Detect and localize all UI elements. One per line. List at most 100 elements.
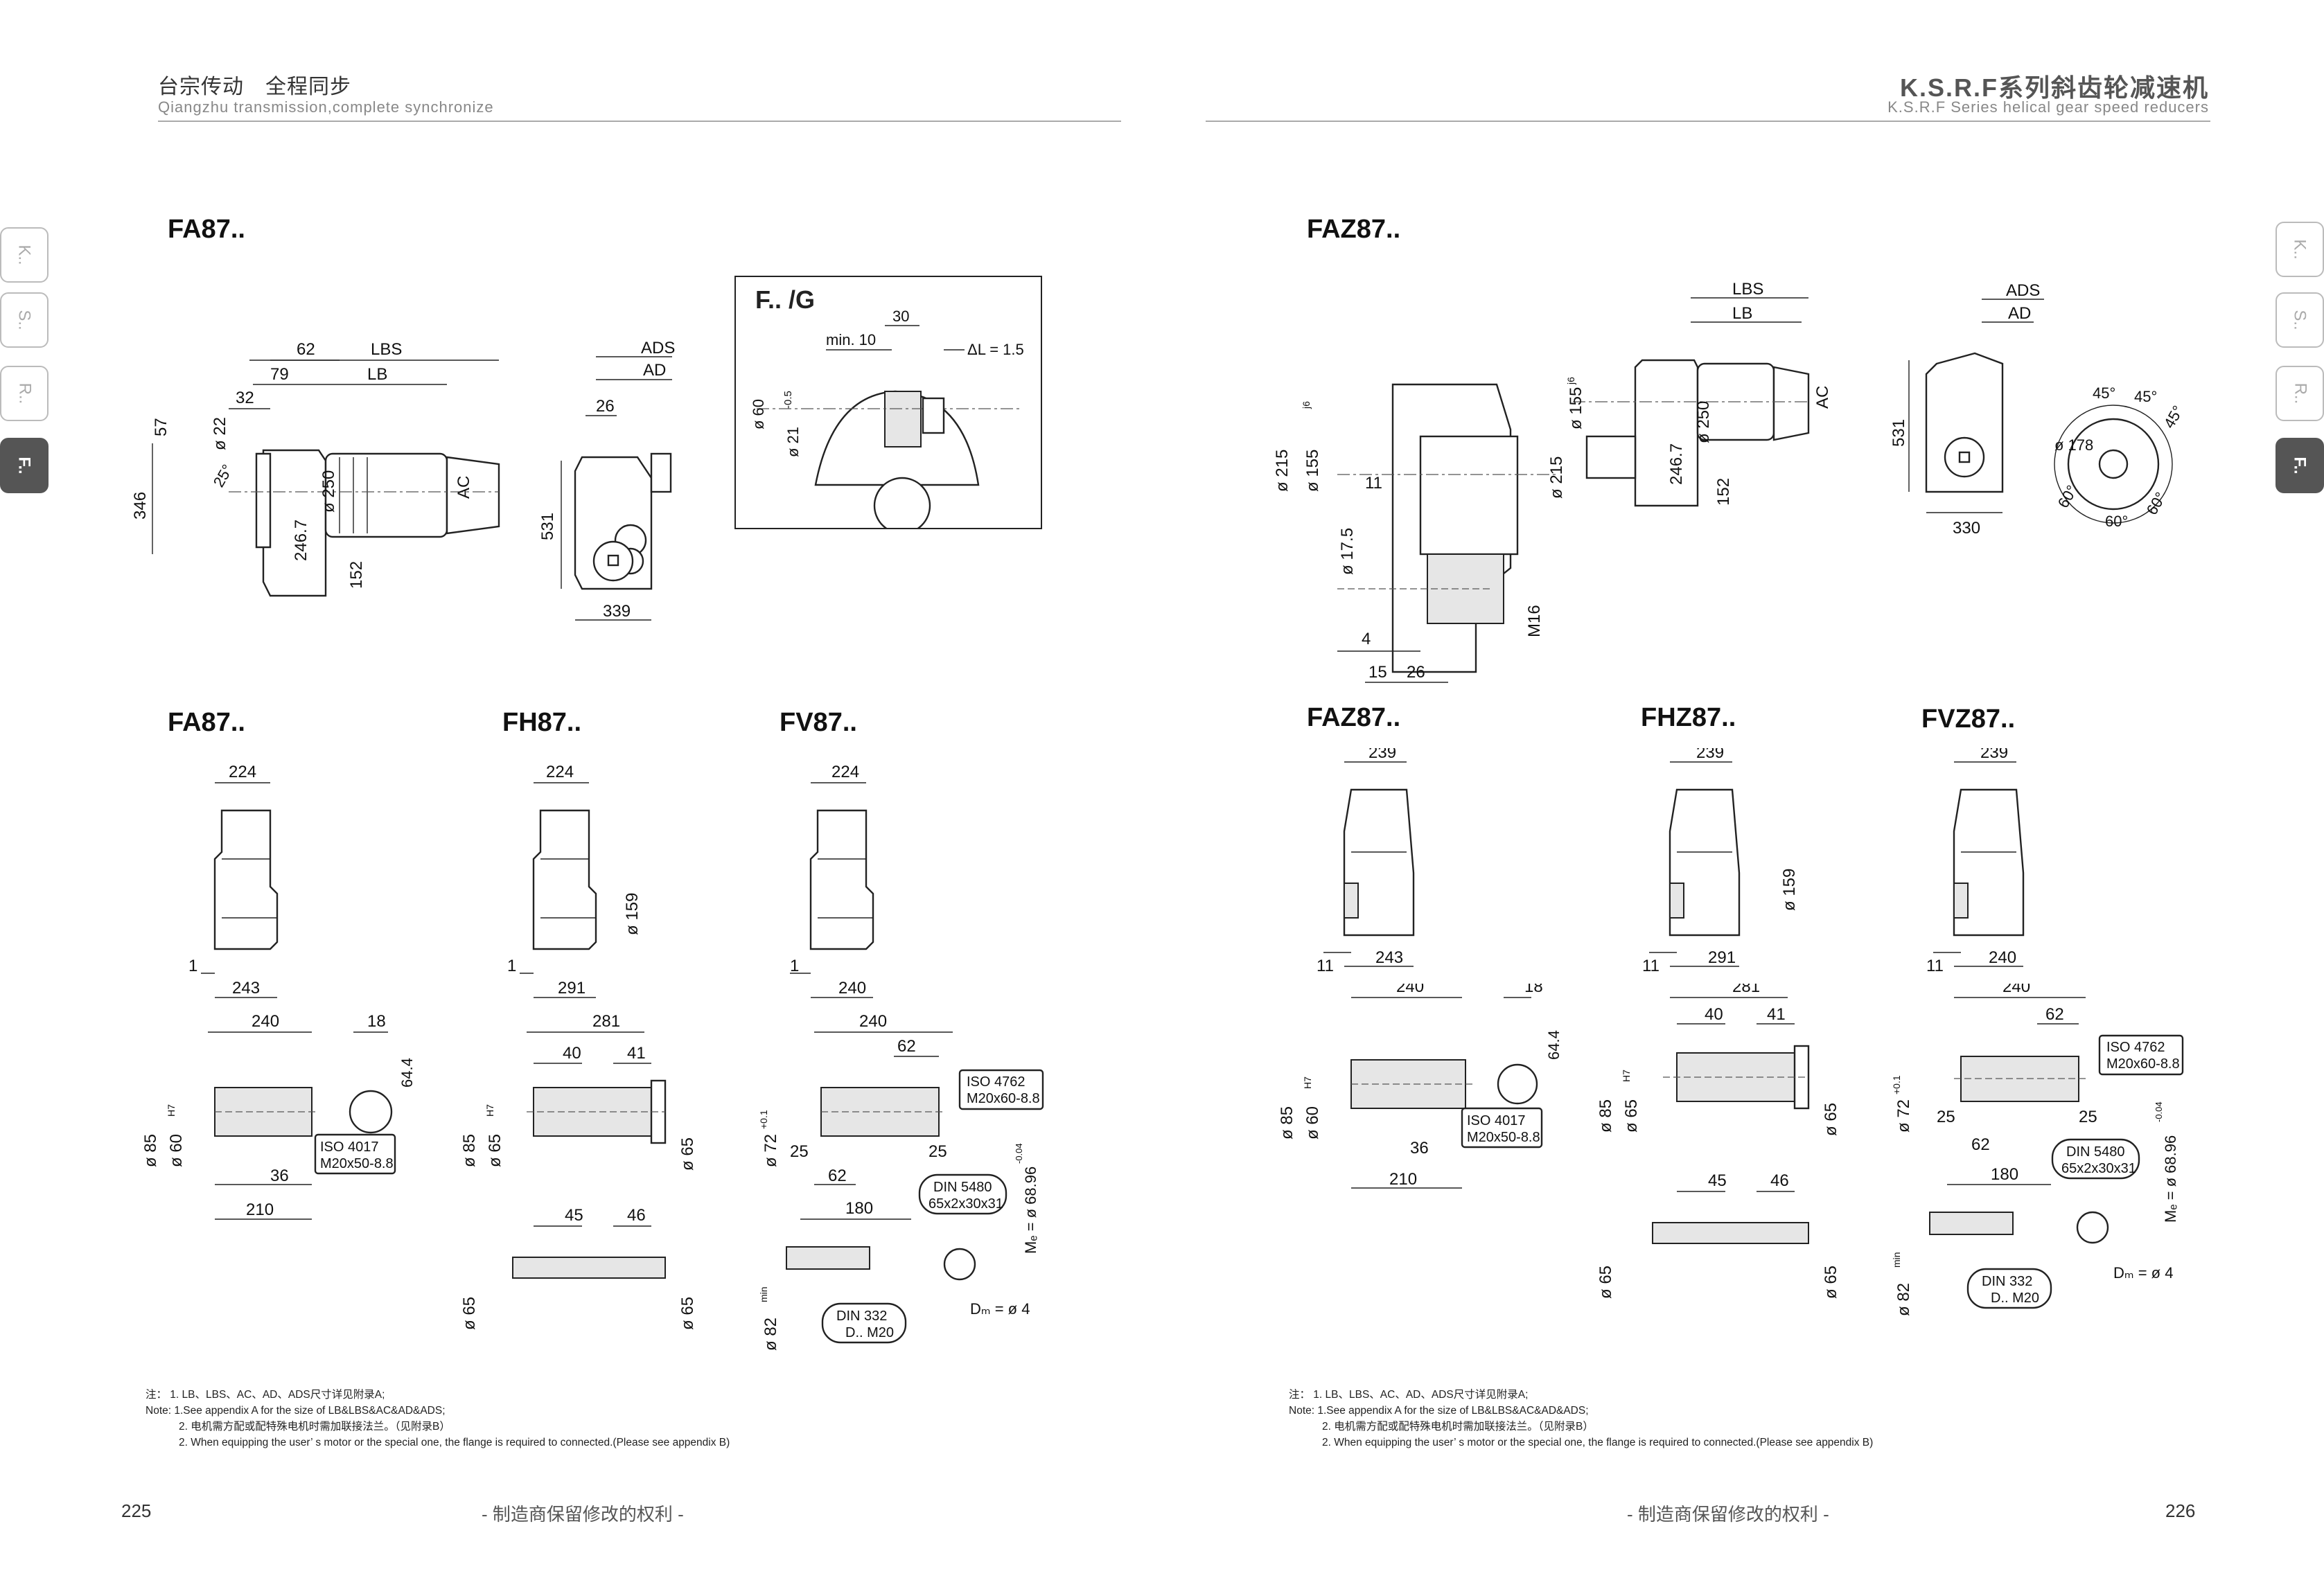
dim-base: 240	[1989, 948, 2016, 967]
dim-ad: AD	[643, 361, 666, 380]
right-note-3: 2. 电机需方配或配特殊电机时需加联接法兰。（见附录B）	[1322, 1421, 1594, 1433]
dim-62: 62	[2045, 1005, 2064, 1024]
dim-239: 239	[1980, 748, 2008, 762]
angle-60b: 60°	[2105, 513, 2128, 530]
dim-40: 40	[563, 1044, 581, 1063]
header-left-en: Qiangzhu transmission,complete synchroni…	[158, 98, 494, 116]
fh87-small-drawing: 224 ø 159 1 291	[507, 763, 642, 998]
side-tab-f-right[interactable]: F..	[2275, 438, 2324, 493]
dim-25deg: 25°	[210, 461, 236, 490]
fvz87-small-drawing: 239 11 240	[1926, 748, 2025, 975]
dim-d72: ø 72	[762, 1134, 780, 1167]
dim-239: 239	[1696, 748, 1724, 762]
fv87-small-title: FV87..	[780, 708, 857, 737]
dim-ac: AC	[455, 476, 473, 499]
dim-m16: M16	[1525, 605, 1544, 637]
fit-h7: H7	[484, 1104, 495, 1117]
dim-26: 26	[596, 397, 615, 416]
dim-2467: 246.7	[292, 520, 310, 561]
dim-152: 152	[347, 561, 366, 589]
dim-d21: ø 21	[784, 427, 802, 457]
dim-me: Mₑ = ø 68.96	[1022, 1167, 1039, 1254]
fa87-side-drawing: 62 79 32 LBS LB 57 ø 22 25° 346 ø 250 24…	[132, 340, 500, 597]
fa87-front-drawing: ADS AD 26 531 339	[538, 339, 675, 621]
dim-d215: ø 215	[1273, 450, 1292, 492]
din5480: DIN 5480	[2066, 1144, 2125, 1160]
tol-me: -0.04	[2154, 1101, 2164, 1122]
dim-62: 62	[897, 1037, 916, 1056]
dim-d65-h6: ø 65	[460, 1297, 479, 1330]
dim-gap: 1	[188, 957, 197, 975]
fa87-title: FA87..	[168, 215, 245, 244]
side-tab-r-left[interactable]: R..	[0, 366, 49, 421]
dim-4: 4	[1362, 630, 1371, 648]
faz87-front-drawing: ADS AD 330 531 ø 178 45° 45° 45° 60° 60°…	[1890, 281, 2187, 538]
dim-240: 240	[2002, 984, 2030, 996]
header-right-title: K.S.R.F系列斜齿轮减速机	[1899, 73, 2209, 102]
dim-d22: ø 22	[211, 417, 229, 450]
dim-210: 210	[1389, 1170, 1417, 1189]
side-tab-f-left[interactable]: F..	[0, 438, 49, 493]
dim-lb: LB	[367, 365, 387, 384]
faz87-small-title: FAZ87..	[1307, 703, 1401, 732]
side-tab-r-right[interactable]: R..	[2275, 366, 2324, 421]
fh87-shaft-drawing: 281 40 41 ø 85 ø 65 H7 ø 65 45 46 ø 65 ø…	[460, 1012, 697, 1330]
dim-d65-right: ø 65	[678, 1137, 697, 1171]
dim-240: 240	[252, 1012, 279, 1031]
dim-ad: AD	[2008, 304, 2031, 323]
dim-base: 240	[838, 979, 866, 998]
page-number-left: 225	[121, 1500, 152, 1521]
dim-36: 36	[1410, 1139, 1429, 1158]
dim-531: 531	[538, 513, 557, 540]
dim-224: 224	[546, 763, 574, 781]
side-tab-k-left[interactable]: K..	[0, 227, 49, 283]
side-tab-s-left[interactable]: S..	[0, 292, 49, 348]
dim-min10: min. 10	[826, 331, 876, 348]
dim-d60-h7: ø 60	[1303, 1106, 1322, 1140]
faz87-small-drawing: 239 11 243	[1317, 748, 1415, 975]
dim-30: 30	[892, 308, 909, 325]
dim-d155: ø 155	[1303, 450, 1322, 492]
dim-210: 210	[246, 1200, 274, 1219]
footer-right: - 制造商保留修改的权利 -	[1627, 1504, 1829, 1525]
left-note-3: 2. 电机需方配或配特殊电机时需加联接法兰。（见附录B）	[179, 1421, 450, 1433]
faz87-detail-drawing: ø 215 ø 155 j6 11 ø 17.5 4 15 26 M16	[1273, 383, 1559, 683]
left-note-1: 注： 1. LB、LBS、AC、AD、ADS尺寸详见附录A;	[146, 1389, 385, 1401]
dim-330: 330	[1953, 519, 1980, 538]
dim-delta-l: ΔL = 1.5	[967, 341, 1024, 358]
dim-gap: 11	[1642, 957, 1660, 975]
dim-d85: ø 85	[1596, 1099, 1615, 1133]
footer-left: - 制造商保留修改的权利 -	[482, 1504, 684, 1525]
header-left-cn: 台宗传动 全程同步	[158, 76, 351, 98]
dim-gap: 11	[1926, 957, 1944, 975]
fhz87-small-title: FHZ87..	[1641, 703, 1736, 732]
dim-11: 11	[1365, 474, 1382, 493]
fit-h7: H7	[166, 1104, 177, 1117]
dim-62: 62	[297, 340, 315, 359]
dim-d85: ø 85	[460, 1134, 479, 1167]
spline-spec: 65x2x30x31	[2061, 1161, 2136, 1176]
dim-d65: ø 65	[486, 1134, 504, 1167]
dim-240: 240	[859, 1012, 887, 1031]
left-note-2: Note: 1.See appendix A for the size of L…	[146, 1405, 446, 1417]
tol-01: +0.1	[759, 1110, 769, 1129]
dim-32: 32	[236, 389, 254, 407]
angle-45b: 45°	[2134, 388, 2157, 405]
dim-45: 45	[565, 1206, 583, 1225]
dim-18: 18	[367, 1012, 386, 1031]
side-tab-k-right[interactable]: K..	[2275, 222, 2324, 277]
din332: DIN 332	[1982, 1274, 2032, 1289]
iso4017: ISO 4017	[1467, 1113, 1526, 1128]
dim-239: 239	[1368, 748, 1396, 762]
dim-25a: 25	[1937, 1108, 1955, 1126]
dim-base: 291	[1708, 948, 1736, 967]
dim-64-4: 64.4	[398, 1058, 416, 1088]
dim-531: 531	[1890, 419, 1908, 447]
dim-d60-h7: ø 60	[167, 1134, 186, 1167]
dim-15: 15	[1368, 663, 1387, 682]
dim-d72: ø 72	[1894, 1099, 1913, 1133]
tol-01: +0.1	[1892, 1075, 1902, 1094]
dim-339: 339	[603, 602, 631, 621]
side-tab-s-right[interactable]: S..	[2275, 292, 2324, 348]
dim-tol-05: -0.5	[782, 391, 794, 409]
